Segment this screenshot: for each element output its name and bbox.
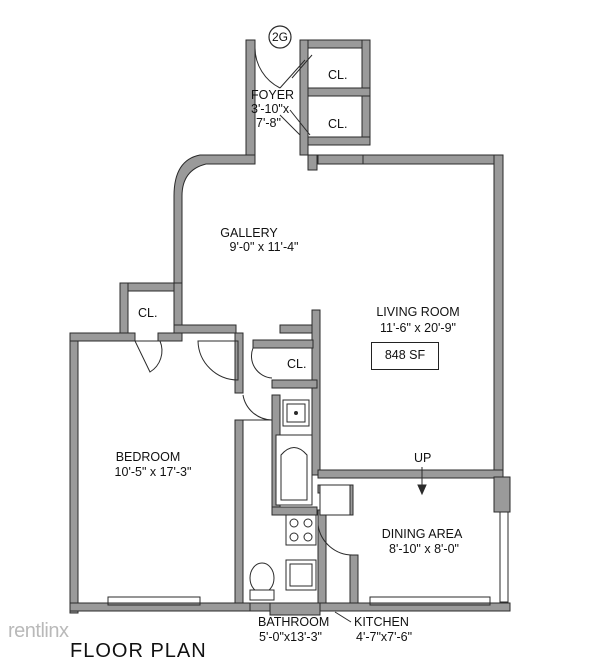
wall	[252, 339, 314, 349]
window	[107, 596, 201, 606]
wall	[317, 469, 504, 479]
wall	[307, 154, 504, 165]
wall	[269, 602, 321, 616]
toilet-tank	[249, 589, 275, 601]
wall	[249, 602, 511, 612]
door-leaf	[291, 54, 313, 79]
wall	[234, 332, 244, 394]
wall	[271, 506, 318, 516]
window	[369, 596, 491, 606]
wall	[349, 554, 359, 611]
wall	[493, 476, 511, 513]
closet-mid-label: CL.	[328, 117, 348, 131]
door-swing	[317, 524, 354, 556]
unit-circle	[268, 25, 292, 49]
wall	[173, 154, 256, 291]
window	[317, 154, 364, 165]
wall	[493, 154, 504, 478]
living-room-dims: 11'-6" x 20'-9"	[380, 321, 456, 335]
bedroom-dims: 10'-5" x 17'-3"	[114, 465, 192, 479]
door-swing	[250, 347, 273, 379]
kitchen-name: KITCHEN	[354, 615, 409, 629]
refrigerator	[319, 484, 351, 516]
foyer-name: FOYER	[251, 88, 295, 102]
stair-up-label: UP	[414, 451, 432, 465]
door-swing	[197, 340, 239, 381]
door-swing	[134, 340, 163, 373]
door-swing	[279, 114, 301, 136]
dining-area-name: DINING AREA	[381, 527, 463, 541]
closet-hall-label: CL.	[287, 357, 307, 371]
wall	[307, 136, 371, 146]
bedroom-name: BEDROOM	[115, 450, 181, 464]
bathroom-dims: 5'-0"x13'-3"	[259, 630, 322, 644]
door-swing	[254, 47, 281, 89]
stair-arrow-head	[417, 484, 427, 496]
square-footage-box: 848 SF	[371, 342, 439, 370]
wall	[307, 154, 318, 171]
bathroom-name: BATHROOM	[258, 615, 330, 629]
wall	[157, 332, 183, 342]
window	[499, 511, 509, 603]
sink-drain	[294, 411, 298, 415]
dining-area-dims: 8'-10" x 8'-0"	[389, 542, 459, 556]
living-room-name: LIVING ROOM	[376, 305, 460, 319]
door-swing	[242, 394, 273, 421]
gallery-dims: 9'-0" x 11'-4"	[229, 240, 299, 254]
unit-number-label: 2G	[271, 30, 288, 44]
wall	[173, 324, 237, 334]
wall	[299, 39, 371, 49]
wall	[317, 509, 327, 611]
floor-plan-title: FLOOR PLAN	[70, 640, 207, 662]
stove	[285, 514, 317, 546]
wall	[69, 332, 79, 614]
door-leaf	[279, 59, 306, 89]
door-swing	[289, 109, 311, 136]
label-leader-line	[334, 611, 352, 623]
wall	[234, 419, 244, 611]
wall	[307, 87, 371, 97]
kitchen-sink-basin	[289, 563, 313, 587]
closet-top-label: CL.	[328, 68, 348, 82]
wall	[69, 602, 251, 612]
foyer-dim-1: 3'-10"x	[251, 102, 290, 116]
foyer-dim-2: 7'-8"	[256, 116, 281, 130]
toilet	[249, 562, 275, 594]
gallery-name: GALLERY	[220, 226, 278, 240]
wall	[119, 282, 183, 292]
wall	[311, 309, 321, 476]
closet-bedroom-label: CL.	[138, 306, 158, 320]
wall	[271, 379, 318, 389]
kitchen-dims: 4'-7"x7'-6"	[356, 630, 413, 644]
wall	[119, 282, 129, 334]
bathtub-inner	[280, 447, 308, 501]
wall	[69, 332, 136, 342]
wall	[299, 39, 309, 156]
watermark-logo: rentlinx	[8, 620, 69, 642]
